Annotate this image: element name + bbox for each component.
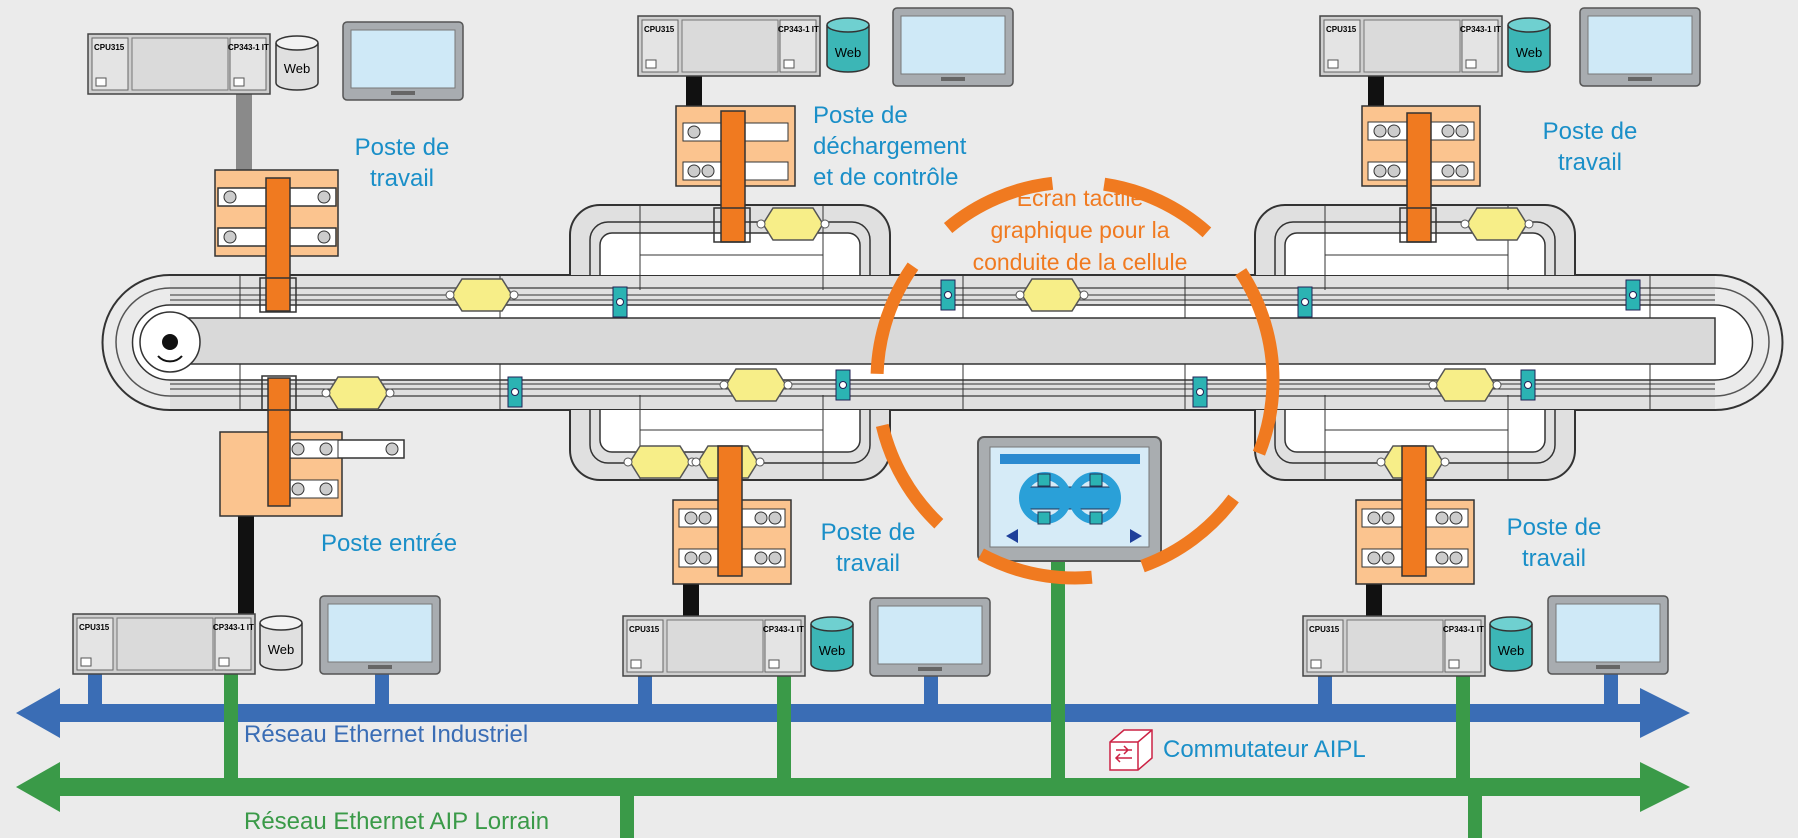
station-2-label-line3: et de contrôle xyxy=(813,164,958,191)
station-1-label-line1: Poste de xyxy=(355,134,450,161)
station-3-label-line2: travail xyxy=(1558,149,1622,176)
plc-group-1: CPU315 CP343-1 IT Web xyxy=(87,21,464,101)
monitor-icon xyxy=(892,7,1014,87)
monitor-icon xyxy=(1579,7,1701,87)
web-db-icon: Web xyxy=(810,616,854,672)
plc-cpu-label: CPU315 xyxy=(1309,625,1340,634)
station-2 xyxy=(675,105,796,243)
plc-group-4: CPU315 CP343-1 IT Web xyxy=(72,595,441,675)
plc-cp-label: CP343-1 IT xyxy=(213,623,254,632)
web-label: Web xyxy=(835,45,862,60)
plc-cpu-label: CPU315 xyxy=(629,625,660,634)
plc-cp-label: CP343-1 IT xyxy=(1443,625,1484,634)
web-db-icon: Web xyxy=(826,17,870,73)
aip-ethernet-bus xyxy=(16,555,1690,838)
web-db-icon: Web xyxy=(275,35,319,91)
touch-screen-panel xyxy=(977,436,1162,562)
arrow-right-icon xyxy=(1130,529,1142,543)
monitor-icon xyxy=(1547,595,1669,675)
plc-cp-label: CP343-1 IT xyxy=(778,25,819,34)
switch-label: Commutateur AIPL xyxy=(1163,736,1366,763)
station-1 xyxy=(214,169,339,313)
monitor-icon xyxy=(342,21,464,101)
station-4-label-line2: travail xyxy=(836,550,900,577)
station-5 xyxy=(1355,445,1475,585)
plc-group-6: CPU315 CP343-1 IT Web xyxy=(1302,595,1669,677)
web-db-icon: Web xyxy=(1489,616,1533,672)
monitor-icon xyxy=(869,597,991,677)
station-2-label-line1: Poste de xyxy=(813,102,908,129)
network-wiring xyxy=(236,76,1384,617)
web-label: Web xyxy=(1516,45,1543,60)
monitor-icon xyxy=(319,595,441,675)
station-entry xyxy=(219,375,405,517)
industrial-ethernet-bus xyxy=(16,670,1690,738)
plc-cp-label: CP343-1 IT xyxy=(1460,25,1501,34)
aip-network-label: Réseau Ethernet AIP Lorrain xyxy=(244,808,549,835)
plc-cpu-label: CPU315 xyxy=(1326,25,1357,34)
station-2-label-line2: déchargement xyxy=(813,133,967,160)
plc-cpu-label: CPU315 xyxy=(644,25,675,34)
touch-screen-label-line1: Écran tactile xyxy=(1017,185,1144,211)
station-5-label-line1: Poste de xyxy=(1507,514,1602,541)
web-label: Web xyxy=(268,642,295,657)
lower-bypass-2 xyxy=(1254,395,1576,481)
station-1-label-line2: travail xyxy=(370,165,434,192)
plc-group-3: CPU315 CP343-1 IT Web xyxy=(1319,7,1701,87)
station-5-label-line2: travail xyxy=(1522,545,1586,572)
touch-screen-label-line2: graphique pour la xyxy=(990,217,1169,243)
plc-group-5: CPU315 CP343-1 IT Web xyxy=(622,597,991,677)
plc-cpu-label: CPU315 xyxy=(94,43,125,52)
web-db-icon: Web xyxy=(1507,17,1551,73)
switch-icon xyxy=(1109,729,1153,771)
highlight-circle xyxy=(870,175,1280,585)
web-label: Web xyxy=(819,643,846,658)
plc-group-2: CPU315 CP343-1 IT Web xyxy=(637,7,1014,87)
arrow-left-icon xyxy=(1006,529,1018,543)
station-entry-label: Poste entrée xyxy=(321,530,457,557)
station-4 xyxy=(672,445,792,585)
plc-cp-label: CP343-1 IT xyxy=(228,43,269,52)
touch-screen-label-line3: conduite de la cellule xyxy=(973,249,1188,275)
plc-cp-label: CP343-1 IT xyxy=(763,625,804,634)
web-label: Web xyxy=(284,61,311,76)
station-3-label-line1: Poste de xyxy=(1543,118,1638,145)
station-3 xyxy=(1361,105,1481,243)
plc-cpu-label: CPU315 xyxy=(79,623,110,632)
web-db-icon: Web xyxy=(259,615,303,671)
web-label: Web xyxy=(1498,643,1525,658)
industrial-network-label: Réseau Ethernet Industriel xyxy=(244,721,528,748)
station-4-label-line1: Poste de xyxy=(821,519,916,546)
